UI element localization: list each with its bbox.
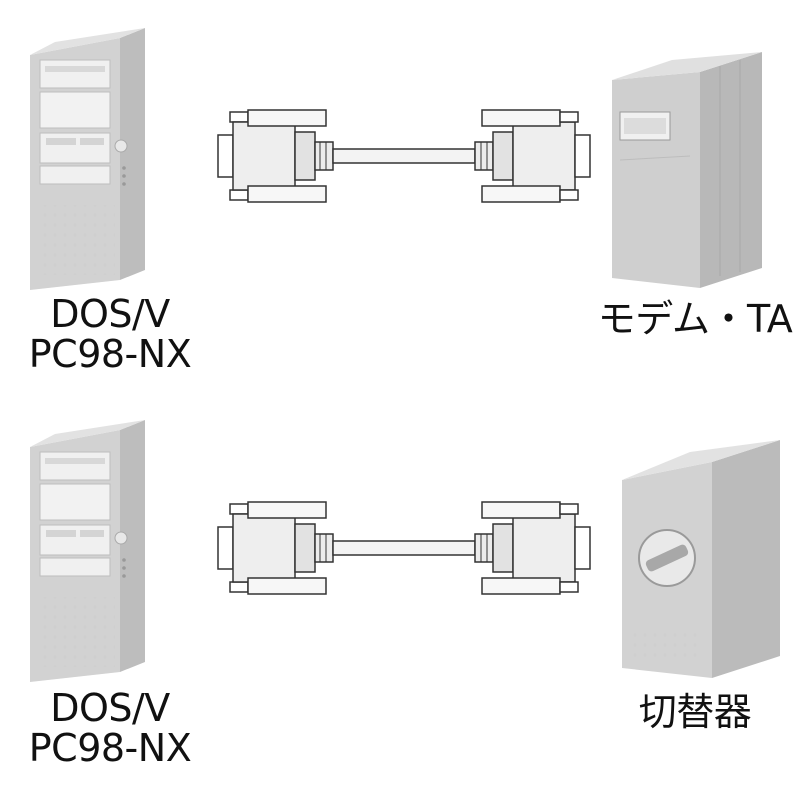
right-device-label: 切替器 <box>638 690 752 734</box>
switch-box-icon <box>622 440 780 678</box>
modem-tower-icon <box>612 52 762 288</box>
left-device-label-line1: DOS/V <box>50 686 170 730</box>
left-device-label-line2: PC98-NX <box>28 332 192 376</box>
right-device-label: モデム・TA <box>597 297 793 341</box>
left-device-label-line1: DOS/V <box>50 292 170 336</box>
left-device-label-line2: PC98-NX <box>28 726 192 770</box>
